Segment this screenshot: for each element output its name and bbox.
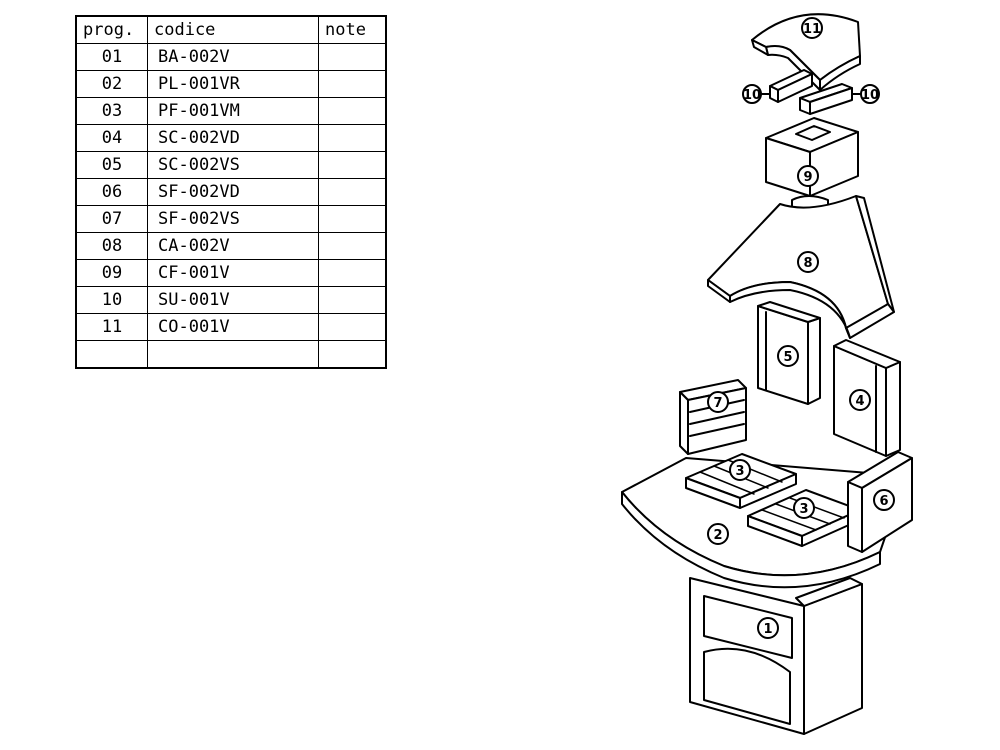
cell-code: PL-001VR <box>147 70 319 98</box>
callout-7-label: 7 <box>713 396 722 411</box>
cell-prog: 11 <box>75 313 148 341</box>
cell-note <box>318 340 387 369</box>
cell-note <box>318 286 387 314</box>
callout-3-right: 3 <box>793 497 815 519</box>
exploded-assembly-drawing: 11 10 10 9 8 5 4 7 3 3 6 2 1 <box>621 13 913 735</box>
cell-prog: 05 <box>75 151 148 179</box>
callout-11-label: 11 <box>803 22 821 37</box>
cell-prog: 07 <box>75 205 148 233</box>
part-11-arch-cover <box>751 13 861 91</box>
cell-note <box>318 259 387 287</box>
cell-note <box>318 70 387 98</box>
callout-3-left: 3 <box>729 459 751 481</box>
callout-9-label: 9 <box>803 170 812 185</box>
cell-note <box>318 43 387 71</box>
cell-note <box>318 205 387 233</box>
cell-note <box>318 232 387 260</box>
cell-prog: 06 <box>75 178 148 206</box>
cell-prog: 04 <box>75 124 148 152</box>
cell-prog: 08 <box>75 232 148 260</box>
callout-2-label: 2 <box>713 528 722 543</box>
header-code: codice <box>147 15 319 44</box>
table-row <box>75 340 387 369</box>
cell-code <box>147 340 319 369</box>
cell-code: SF-002VD <box>147 178 319 206</box>
cell-note <box>318 151 387 179</box>
callout-10-right: 10 <box>851 84 880 104</box>
cell-note <box>318 178 387 206</box>
callout-10-left: 10 <box>742 84 771 104</box>
callout-4: 4 <box>849 389 871 411</box>
callout-2: 2 <box>707 523 729 545</box>
header-prog: prog. <box>75 15 148 44</box>
part-7-left-panel <box>679 379 747 455</box>
part-10-bars <box>769 69 853 115</box>
part-1-pedestal <box>689 577 863 735</box>
callout-6: 6 <box>873 489 895 511</box>
callout-9: 9 <box>797 165 819 187</box>
cell-code: CA-002V <box>147 232 319 260</box>
cell-code: CO-001V <box>147 313 319 341</box>
cell-note <box>318 124 387 152</box>
cell-code: CF-001V <box>147 259 319 287</box>
callout-10-right-label: 10 <box>861 88 879 103</box>
cell-note <box>318 97 387 125</box>
table-header-row: prog. codice note <box>75 15 387 44</box>
cell-code: SC-002VS <box>147 151 319 179</box>
cell-code: SF-002VS <box>147 205 319 233</box>
callout-5: 5 <box>777 345 799 367</box>
callout-1-label: 1 <box>763 622 772 637</box>
callout-1: 1 <box>757 617 779 639</box>
callout-8: 8 <box>797 251 819 273</box>
callout-11: 11 <box>801 17 823 39</box>
callout-3-left-label: 3 <box>735 464 744 479</box>
cell-prog: 10 <box>75 286 148 314</box>
callout-4-label: 4 <box>855 394 864 409</box>
callout-6-label: 6 <box>879 494 888 509</box>
header-note: note <box>318 15 387 44</box>
callout-10-left-label: 10 <box>743 88 761 103</box>
cell-prog: 02 <box>75 70 148 98</box>
cell-code: SC-002VD <box>147 124 319 152</box>
callout-8-label: 8 <box>803 256 812 271</box>
cell-code: SU-001V <box>147 286 319 314</box>
cell-prog: 01 <box>75 43 148 71</box>
callout-7: 7 <box>707 391 729 413</box>
cell-code: PF-001VM <box>147 97 319 125</box>
cell-note <box>318 313 387 341</box>
cell-prog <box>75 340 148 369</box>
cell-code: BA-002V <box>147 43 319 71</box>
callout-5-label: 5 <box>783 350 792 365</box>
cell-prog: 09 <box>75 259 148 287</box>
callout-3-right-label: 3 <box>799 502 808 517</box>
cell-prog: 03 <box>75 97 148 125</box>
